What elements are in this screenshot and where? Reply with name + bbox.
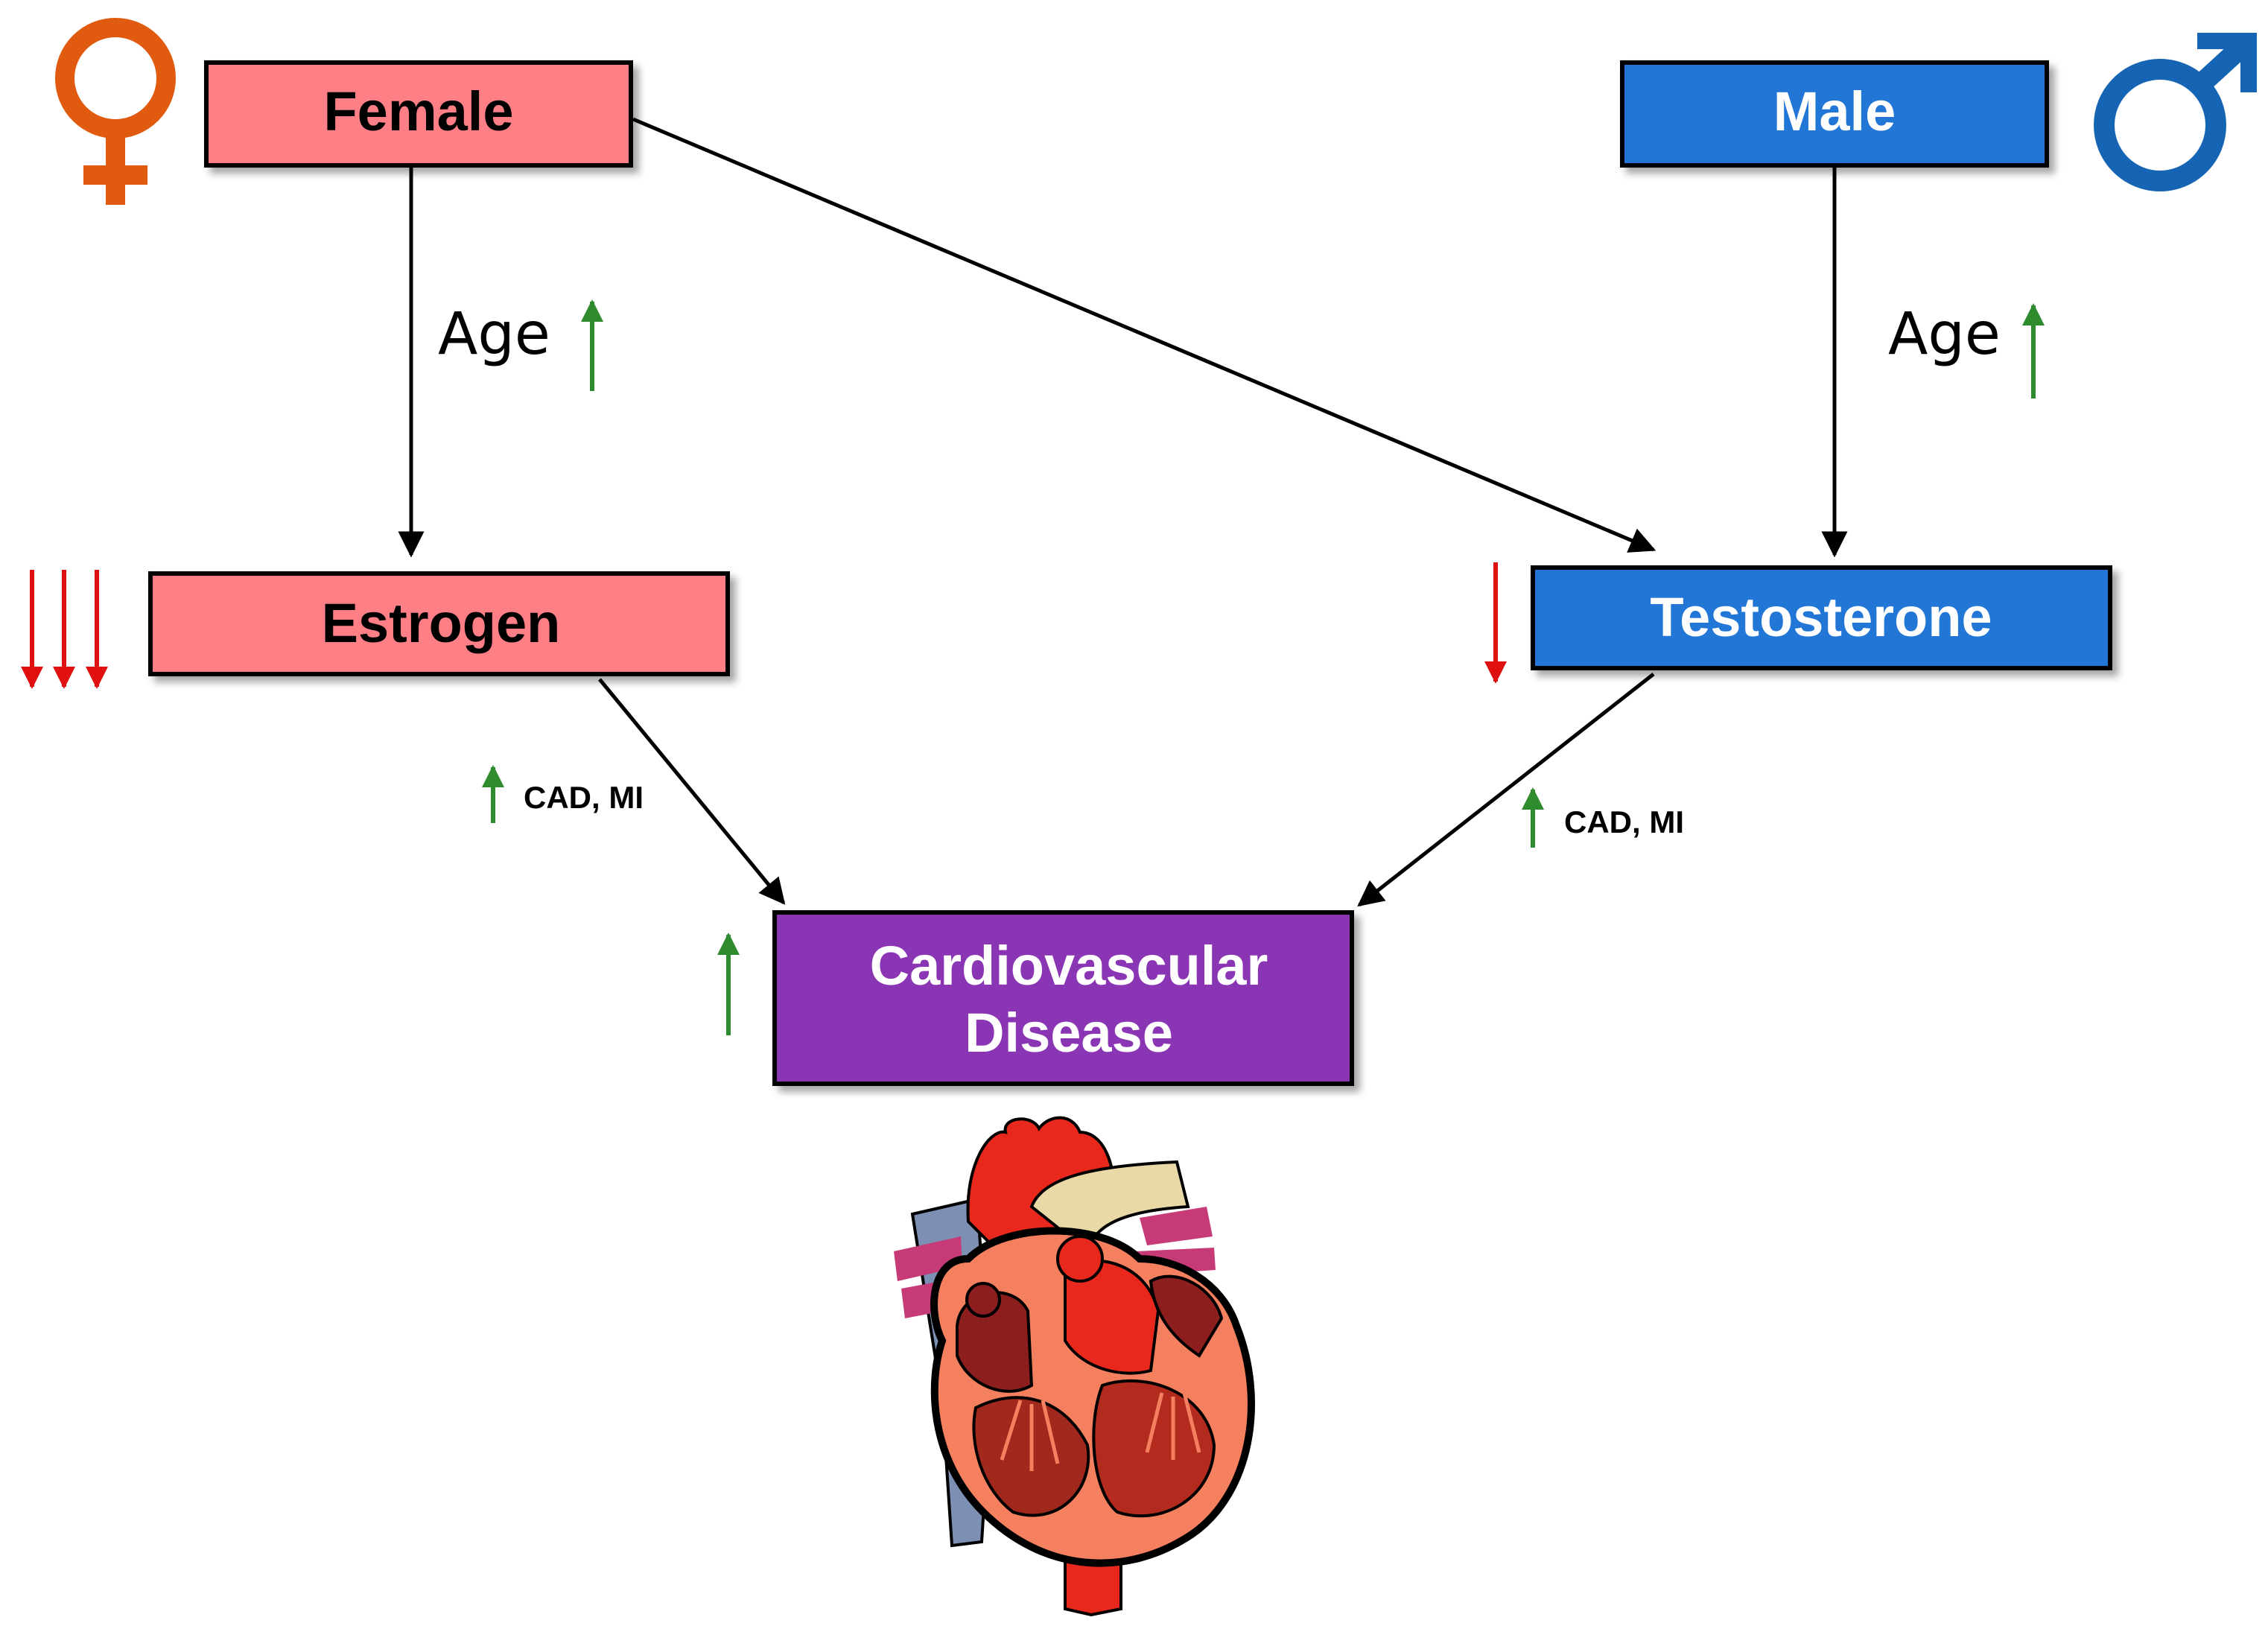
edge-testosterone-cvd (1357, 673, 1655, 907)
node-cvd-box (772, 910, 1354, 1086)
estrogen-effect-label: CAD, MI (524, 780, 644, 815)
node-estrogen-label: Estrogen (322, 592, 561, 654)
female-symbol-icon (55, 18, 176, 205)
node-male: Male (1620, 60, 2049, 168)
testosterone-effect-label: CAD, MI (1564, 804, 1684, 839)
node-female-label: Female (323, 80, 513, 142)
edges (398, 117, 1848, 907)
node-testosterone-label: Testosterone (1650, 586, 1992, 648)
node-testosterone-box (1531, 565, 2112, 670)
female-age-label: Age (438, 301, 550, 368)
node-estrogen-box (148, 571, 730, 676)
node-male-box (1620, 60, 2049, 168)
node-cvd-label-line2: Disease (965, 1002, 1173, 1064)
edge-estrogen-cvd (598, 678, 786, 905)
node-testosterone: Testosterone (1531, 565, 2112, 670)
male-symbol-icon (2094, 33, 2257, 191)
node-estrogen: Estrogen (148, 571, 730, 676)
node-cvd: Cardiovascular Disease (772, 910, 1354, 1086)
estrogen-decrease-arrows (21, 570, 108, 689)
node-female: Female (204, 60, 633, 168)
node-male-label: Male (1773, 80, 1896, 142)
node-cvd-label-line1: Cardiovascular (870, 935, 1268, 997)
heart-icon (894, 1116, 1255, 1617)
node-female-box (204, 60, 633, 168)
male-age-label: Age (1888, 301, 2001, 368)
edge-female-testosterone (632, 117, 1656, 553)
